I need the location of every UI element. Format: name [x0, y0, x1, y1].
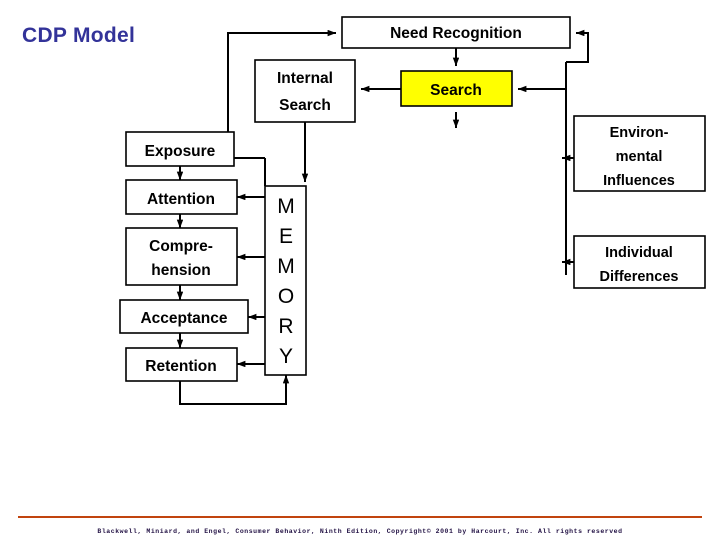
box-environmental-influences-line2: mental: [616, 149, 663, 165]
box-acceptance-label: Acceptance: [140, 310, 227, 327]
box-internal-search[interactable]: Internal Search: [254, 59, 356, 123]
footer-citation: Blackwell, Miniard, and Engel, Consumer …: [97, 528, 623, 535]
footer-divider: [18, 516, 702, 518]
box-need-recognition-label: Need Recognition: [390, 25, 522, 42]
box-individual-differences-line2: Differences: [600, 269, 679, 285]
connector-trunk-to-need-recognition: [566, 29, 589, 63]
box-memory-letter-5: R: [278, 315, 293, 338]
connector-memory-to-need-recognition: [227, 29, 337, 186]
box-environmental-influences-line3: Influences: [603, 173, 675, 189]
box-internal-search-line1: Internal: [277, 70, 333, 87]
box-individual-differences[interactable]: Individual Differences: [573, 235, 706, 289]
box-search[interactable]: Search: [400, 70, 513, 107]
box-memory-letter-3: M: [277, 255, 295, 278]
box-comprehension-line2: hension: [151, 262, 210, 279]
box-attention[interactable]: Attention: [125, 179, 238, 215]
box-search-label: Search: [430, 82, 482, 99]
box-need-recognition[interactable]: Need Recognition: [341, 16, 571, 49]
box-memory[interactable]: M E M O R Y: [264, 185, 307, 376]
page-title: CDP Model: [22, 24, 136, 47]
box-attention-label: Attention: [147, 191, 215, 208]
box-internal-search-line2: Search: [279, 97, 331, 114]
box-memory-letter-4: O: [278, 285, 294, 308]
box-exposure[interactable]: Exposure: [125, 131, 235, 167]
box-comprehension[interactable]: Compre- hension: [125, 227, 238, 286]
box-environmental-influences-line1: Environ-: [610, 125, 669, 141]
box-exposure-label: Exposure: [145, 143, 216, 160]
connector-retention-to-memory: [179, 374, 290, 405]
box-memory-letter-6: Y: [279, 345, 293, 368]
box-environmental-influences[interactable]: Environ- mental Influences: [573, 115, 706, 192]
box-retention-label: Retention: [145, 358, 216, 375]
box-acceptance[interactable]: Acceptance: [119, 299, 249, 334]
box-memory-letter-2: E: [279, 225, 293, 248]
box-memory-letter-1: M: [277, 195, 295, 218]
box-individual-differences-line1: Individual: [605, 245, 673, 261]
box-comprehension-line1: Compre-: [149, 238, 213, 255]
box-retention[interactable]: Retention: [125, 347, 238, 382]
cdp-model-diagram: Need Recognition Internal Search Search …: [119, 16, 706, 405]
